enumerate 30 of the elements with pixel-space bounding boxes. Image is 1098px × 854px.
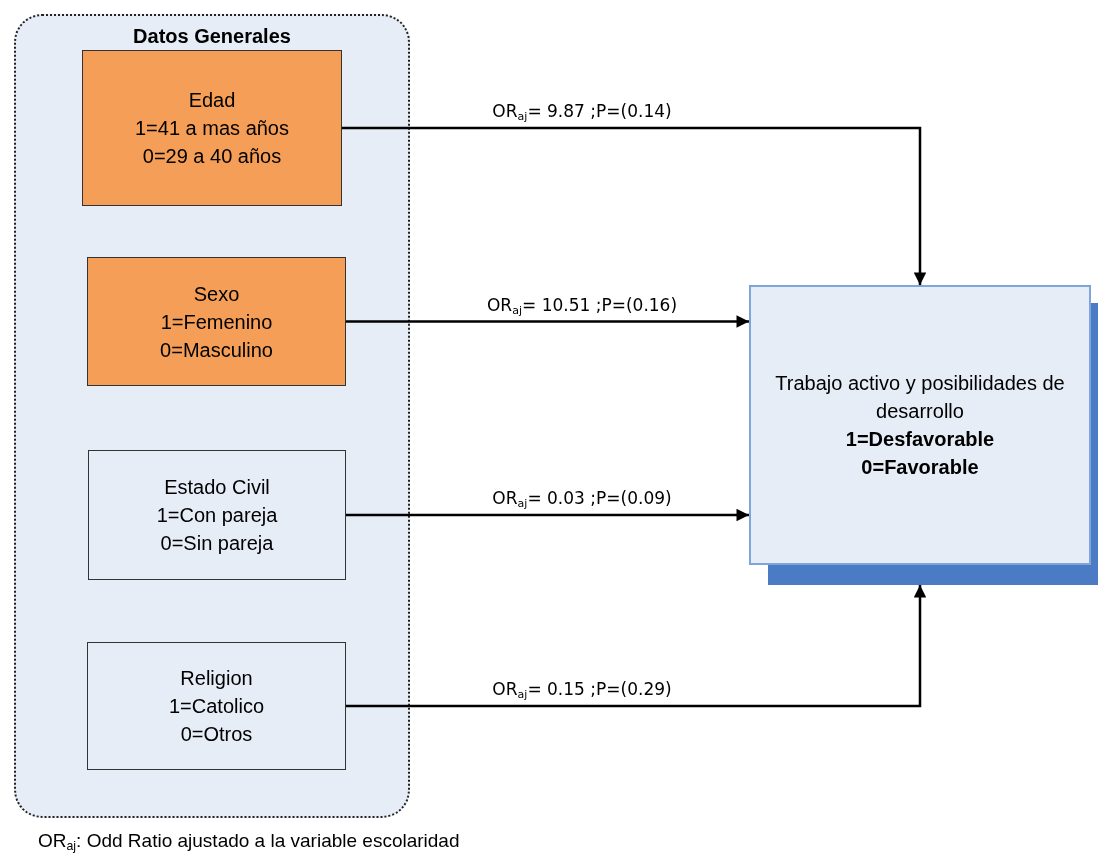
box-heading: Edad bbox=[188, 88, 236, 113]
box-heading: Sexo bbox=[193, 281, 240, 307]
box-text: 1=Con pareja bbox=[156, 503, 278, 528]
box-text: 0=29 a 40 años bbox=[142, 144, 282, 169]
box-text: 0=Otros bbox=[180, 722, 253, 747]
variable-box bbox=[87, 257, 346, 386]
footnote: OR$_{aj}$: Odd Ratio ajustado a la variable escolaridad bbox=[38, 830, 460, 852]
box-text: 0=Sin pareja bbox=[160, 531, 274, 556]
arrow bbox=[342, 126, 927, 285]
edge-label: OR$_{aj}$= 0.03 ;P=(0.09) bbox=[490, 487, 674, 509]
box-text: 1=Femenino bbox=[160, 309, 273, 335]
box-text: 0=Favorable bbox=[861, 455, 979, 480]
variable-box bbox=[82, 50, 342, 206]
variable-box bbox=[88, 450, 346, 580]
edge-label: OR$_{aj}$= 0.15 ;P=(0.29) bbox=[490, 678, 674, 700]
box-heading: Trabajo activo y posibilidades de desarrollo bbox=[774, 371, 1066, 424]
arrow bbox=[346, 315, 749, 328]
box-text: 1=Catolico bbox=[168, 694, 265, 719]
box-text: 0=Masculino bbox=[160, 337, 273, 363]
outcome-box bbox=[749, 285, 1091, 565]
arrow bbox=[346, 585, 927, 708]
group-title: Datos Generales bbox=[133, 24, 291, 49]
box-heading: Religion bbox=[180, 666, 253, 691]
group-container bbox=[14, 14, 410, 818]
box-text: 1=41 a mas años bbox=[135, 116, 289, 141]
variable-box bbox=[87, 642, 346, 770]
arrow bbox=[346, 508, 749, 522]
edge-label: OR$_{aj}$= 9.87 ;P=(0.14) bbox=[490, 100, 674, 122]
box-text: 1=Desfavorable bbox=[845, 427, 995, 452]
box-heading: Estado Civil bbox=[164, 475, 270, 500]
